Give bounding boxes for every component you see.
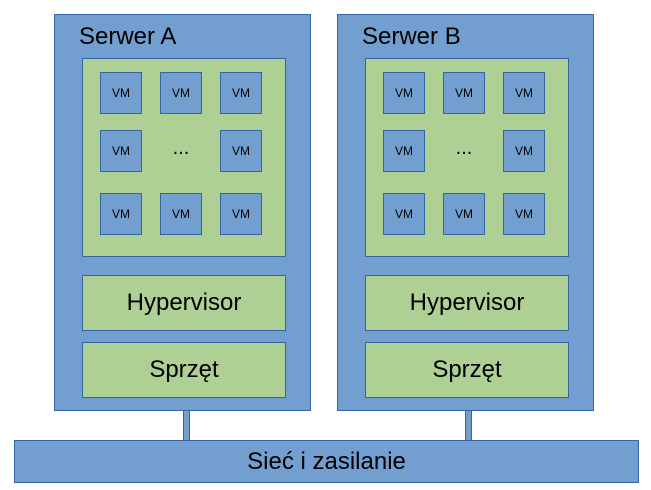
vm-box: VM (503, 72, 545, 114)
vm-box: VM (383, 130, 425, 172)
vm-box: VM (443, 72, 485, 114)
vm-box: VM (220, 72, 262, 114)
server-a-title: Serwer A (79, 23, 177, 50)
network-power-bar: Sieć i zasilanie (14, 440, 639, 483)
vm-box: VM (160, 193, 202, 235)
vm-box: VM (220, 193, 262, 235)
server-b-box: Serwer B VM VM VM VM ... VM VM VM VM Hyp… (337, 14, 594, 411)
vm-box: VM (383, 193, 425, 235)
server-b-network-connector (465, 411, 472, 441)
server-a-vm-area: VM VM VM VM ... VM VM VM VM (82, 58, 286, 257)
vm-box: VM (443, 193, 485, 235)
server-b-hardware: Sprzęt (365, 342, 569, 398)
server-a-hardware: Sprzęt (82, 342, 286, 398)
server-b-title: Serwer B (362, 23, 461, 50)
vm-box: VM (100, 130, 142, 172)
vm-box: VM (503, 193, 545, 235)
server-b-hypervisor: Hypervisor (365, 275, 569, 331)
server-b-vm-area: VM VM VM VM ... VM VM VM VM (365, 58, 569, 257)
vm-box: VM (100, 193, 142, 235)
server-a-hypervisor: Hypervisor (82, 275, 286, 331)
vm-box: VM (100, 72, 142, 114)
vm-box: VM (160, 72, 202, 114)
server-a-network-connector (183, 411, 190, 441)
vm-ellipsis: ... (172, 136, 190, 159)
server-a-box: Serwer A VM VM VM VM ... VM VM VM VM Hyp… (54, 14, 311, 411)
vm-box: VM (220, 130, 262, 172)
vm-ellipsis: ... (455, 136, 473, 159)
vm-box: VM (383, 72, 425, 114)
vm-box: VM (503, 130, 545, 172)
